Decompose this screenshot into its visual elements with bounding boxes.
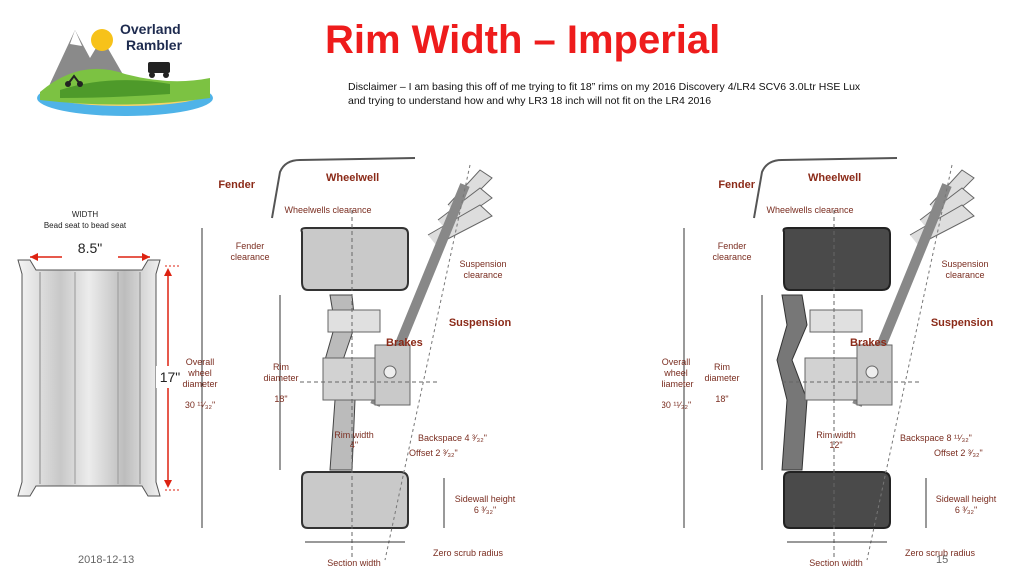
- rim-width-sub: Bead seat to bead seat: [44, 221, 127, 230]
- disclaimer-line1: Disclaimer – I am basing this off of me …: [348, 81, 861, 93]
- rim-width-value: 8.5": [78, 240, 102, 256]
- brakes-label: Brakes: [850, 337, 887, 349]
- rim-diameter-value-label: 18": [715, 394, 728, 404]
- overall-diameter-line3: diameter: [182, 379, 217, 389]
- fender-clearance-line2: clearance: [712, 252, 751, 262]
- sidewall-height-value: 6 ³⁄₃₂": [955, 505, 977, 515]
- backspace-label: Backspace 4 ³⁄₃₂": [418, 433, 487, 443]
- logo-line2: Rambler: [126, 37, 183, 53]
- overall-diameter-line2: wheel: [187, 368, 212, 378]
- wheelwells-clearance-label: Wheelwells clearance: [766, 205, 853, 215]
- wheelwell-label: Wheelwell: [326, 172, 379, 184]
- wheelwells-clearance-label: Wheelwells clearance: [284, 205, 371, 215]
- disclaimer-line2: and trying to understand how and why LR3…: [348, 95, 712, 107]
- backspace-label: Backspace 8 ¹¹⁄₃₂": [900, 433, 972, 443]
- sidewall-height-label: Sidewall height: [455, 494, 516, 504]
- overall-diameter-value: 30 ¹¹⁄₃₂": [662, 400, 691, 410]
- suspension-label: Suspension: [449, 317, 512, 329]
- overall-diameter-value: 30 ¹¹⁄₃₂": [185, 400, 215, 410]
- offset-label: Offset 2 ³⁄₃₂": [934, 448, 983, 458]
- rim-diameter-line1: Rim: [714, 362, 730, 372]
- fender-clearance-line1: Fender: [718, 241, 747, 251]
- offset-label: Offset 2 ³⁄₃₂": [409, 448, 458, 458]
- overall-diameter-line1: Overall: [662, 357, 690, 367]
- wheel-diagram-narrow: Fender Wheelwell Wheelwells clearance Fe…: [182, 157, 516, 568]
- logo-line1: Overland: [120, 21, 181, 37]
- wheelwell-label: Wheelwell: [808, 172, 861, 184]
- wheel-diagram-wide: Fender Wheelwell Wheelwells clearance Fe…: [662, 157, 997, 568]
- zero-scrub-label: Zero scrub radius: [433, 548, 504, 558]
- rim-diameter-value-label: 18": [274, 394, 287, 404]
- rim-diameter-line2: diameter: [263, 373, 298, 383]
- sidewall-height-value: 6 ³⁄₃₂": [474, 505, 496, 515]
- suspension-clearance-line1: Suspension: [459, 259, 506, 269]
- overall-diameter-line1: Overall: [186, 357, 215, 367]
- section-width-label: Section width: [809, 558, 863, 568]
- overland-rambler-logo: Overland Rambler: [37, 21, 213, 116]
- suspension-clearance-line2: clearance: [463, 270, 502, 280]
- slide-title: Rim Width – Imperial: [325, 18, 721, 62]
- page-number: 15: [936, 554, 949, 566]
- rim-width-value-label: 4": [350, 440, 358, 450]
- rim-width-label: Rim width: [334, 430, 374, 440]
- suspension-clearance-line2: clearance: [945, 270, 984, 280]
- rim-width-diagram: WIDTH Bead seat to bead seat 8.5" 17": [17, 210, 181, 497]
- overall-diameter-line2: wheel: [663, 368, 688, 378]
- sidewall-height-label: Sidewall height: [936, 494, 997, 504]
- rim-width-caption: WIDTH: [72, 210, 98, 219]
- suspension-label: Suspension: [931, 317, 994, 329]
- suspension-clearance-line1: Suspension: [941, 259, 988, 269]
- rim-diameter-line1: Rim: [273, 362, 289, 372]
- section-width-label: Section width: [327, 558, 381, 568]
- fender-label: Fender: [218, 179, 255, 191]
- fender-label: Fender: [718, 179, 755, 191]
- zero-scrub-label: Zero scrub radius: [905, 548, 976, 558]
- brakes-label: Brakes: [386, 337, 423, 349]
- fender-clearance-line1: Fender: [236, 241, 265, 251]
- rim-width-value-label: 12": [829, 440, 842, 450]
- footer-date: 2018-12-13: [78, 554, 135, 566]
- overall-diameter-line3: diameter: [662, 379, 694, 389]
- disclaimer: Disclaimer – I am basing this off of me …: [348, 80, 860, 108]
- rim-width-label: Rim width: [816, 430, 856, 440]
- rim-diameter-value: 17": [160, 369, 181, 385]
- fender-clearance-line2: clearance: [230, 252, 269, 262]
- rim-diameter-line2: diameter: [704, 373, 739, 383]
